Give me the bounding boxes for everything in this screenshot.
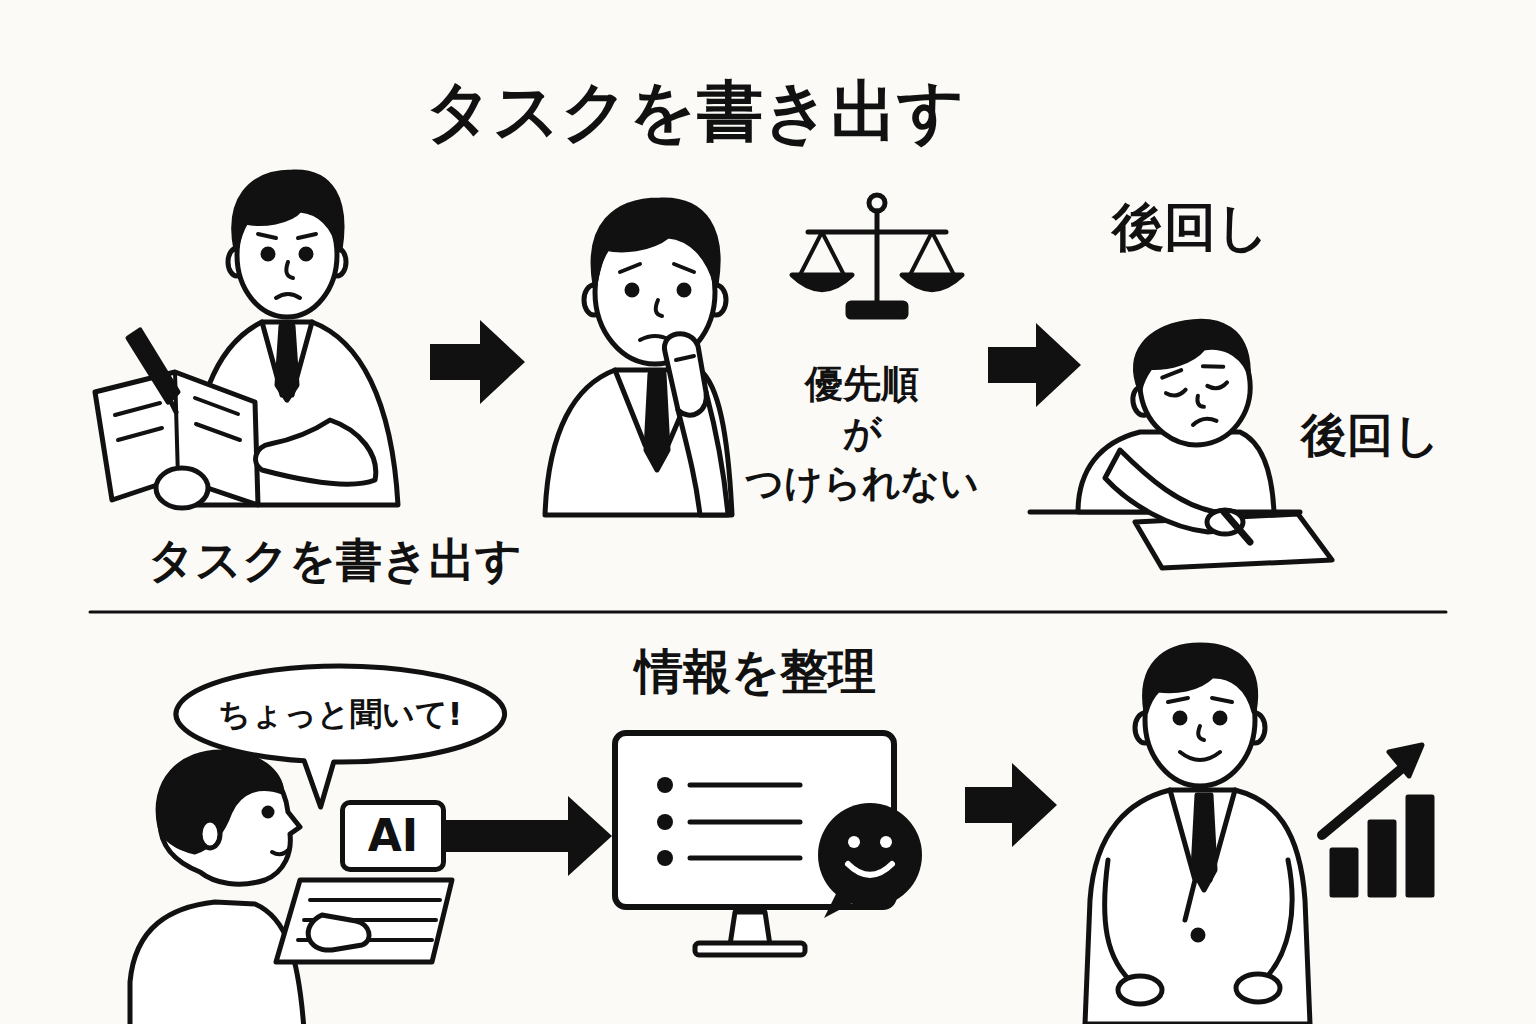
man-confident [1193,930,1203,940]
man-confident [1085,645,1310,1024]
man-talking-to-ai [130,752,452,1024]
man-talking-to-ai [264,808,272,816]
balance-scale-icon [910,232,954,275]
man-writing-notebook [263,249,273,259]
monitor-stand [695,912,805,955]
speech-bubble: ちょっと聞いて! [173,663,508,765]
man-confident [1168,698,1232,702]
man-procrastinating [1162,363,1224,378]
man-writing-notebook [115,398,240,440]
list-line [690,856,800,861]
man-talking-to-ai [308,915,369,950]
list-line [690,820,800,825]
status-note: 優先順 が つけられない [744,360,980,508]
growth-chart-icon [1389,745,1422,776]
man-writing-notebook [256,420,376,484]
step-caption: タスクを書き出す [148,533,522,588]
status-note: 後回し [1112,196,1269,258]
man-writing-notebook [95,172,398,508]
growth-chart-icon [1322,770,1400,835]
man-writing-notebook [276,294,300,298]
balance-scale-icon [902,275,962,290]
man-confident [1085,790,1310,1024]
man-writing-notebook [170,400,176,412]
man-confident [1236,974,1280,1002]
growth-chart-icon [1332,850,1356,895]
man-confident [1175,713,1185,723]
man-confident [1180,752,1220,760]
man-confident [1170,790,1235,920]
man-thinking [545,200,732,515]
flow-arrow [446,796,612,876]
man-confident [1118,976,1162,1004]
man-confident [1193,795,1215,890]
smiley-eye [848,836,860,848]
monitor-heading: 情報を整理 [588,643,922,701]
man-procrastinating [1121,313,1260,455]
status-note: 後回し [1301,408,1440,463]
man-procrastinating [1197,395,1204,408]
man-thinking [656,300,662,316]
growth-chart-icon [1408,797,1432,895]
monitor-stand [730,912,770,945]
growth-chart-icon [1370,822,1394,895]
balance-scale-icon [848,303,906,317]
smiley-chat-icon [818,803,922,907]
man-confident [1215,713,1225,723]
man-procrastinating [1192,417,1216,425]
screen-content [612,730,897,910]
man-talking-to-ai [272,848,290,854]
man-confident [1145,645,1256,712]
man-writing-notebook [156,468,208,508]
man-writing-notebook [258,234,316,238]
man-thinking [620,264,694,272]
balance-scale-icon [800,232,844,275]
man-writing-notebook [128,330,178,402]
list-bullet [657,850,673,866]
list-bullet [657,777,673,793]
list-line [690,783,800,788]
man-procrastinating [1105,450,1220,532]
man-thinking [664,334,706,416]
balance-scale-icon [792,275,852,290]
man-writing-notebook [301,249,311,259]
growth-chart-icon [1322,745,1432,895]
list-bullet [657,814,673,830]
man-procrastinating [1030,313,1332,568]
man-talking-to-ai [276,880,452,962]
man-thinking [679,285,689,295]
man-talking-to-ai [130,752,305,1024]
man-writing-notebook [277,326,297,400]
laptop-screen: AI [340,800,446,872]
man-procrastinating [1224,512,1250,542]
divider-line [90,611,1446,614]
diagram-title: タスクを書き出す [425,72,965,151]
monitor-stand [695,943,805,955]
screen-text: AI [368,810,418,863]
man-procrastinating [1129,313,1250,390]
smiley-mouth [848,864,892,875]
flow-arrow [988,323,1081,407]
man-writing-notebook [234,172,342,250]
monitor-screen [612,730,897,910]
monitor: 情報を整理 [588,643,922,910]
man-talking-to-ai [158,752,282,852]
man-thinking [676,356,694,360]
man-talking-to-ai [200,820,220,848]
speech-bubble-outline [176,666,505,807]
man-thinking [593,200,718,285]
bubble-text: ちょっと聞いて! [218,695,463,733]
balance-scale-icon [808,230,946,235]
flow-arrow [965,763,1057,847]
man-thinking [627,285,637,295]
balance-scale-icon [792,195,962,317]
man-writing-notebook [286,262,293,278]
man-confident [1105,860,1293,985]
smiley-eye [880,836,892,848]
man-thinking [646,374,668,470]
balance-scale-icon [875,211,880,305]
flow-arrow [430,320,525,404]
man-confident [1198,726,1204,740]
